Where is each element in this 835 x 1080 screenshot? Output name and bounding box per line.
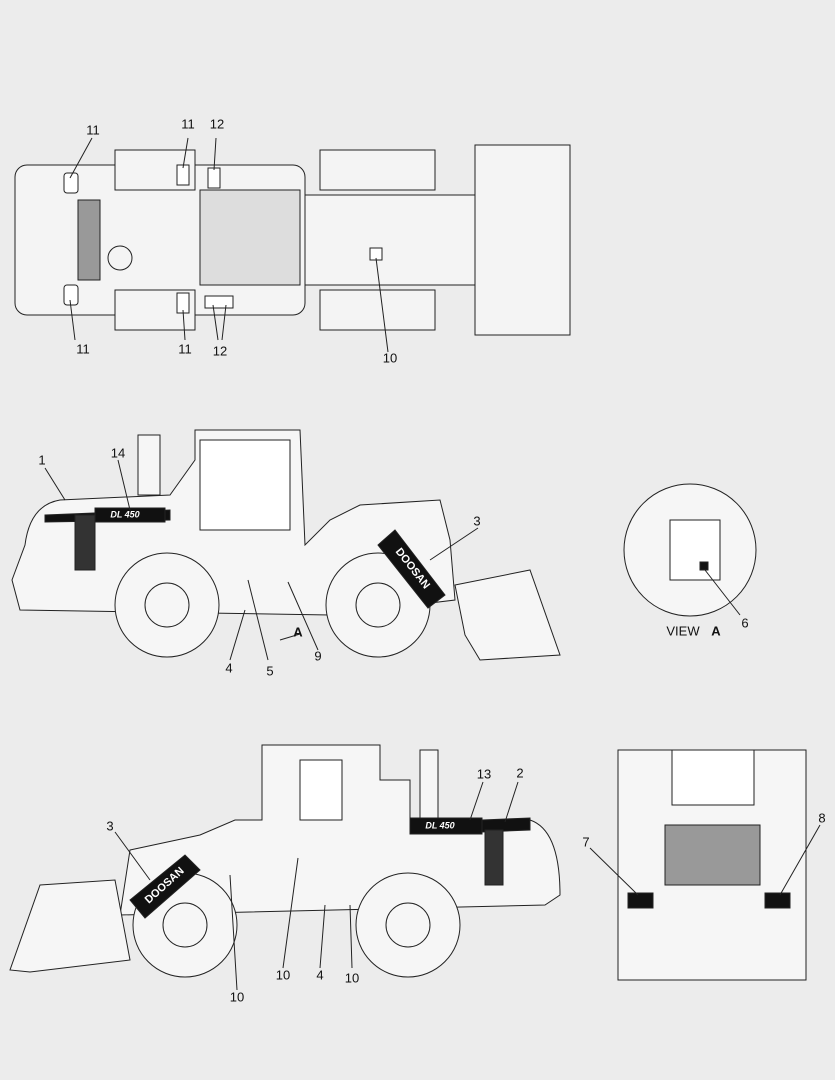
callout: 3 <box>106 818 114 834</box>
left-side-view <box>11 429 561 661</box>
callout: 4 <box>225 660 233 676</box>
rear-view <box>589 749 821 981</box>
top-view <box>14 137 571 353</box>
right-side-view <box>9 744 561 991</box>
callout: 8 <box>818 810 826 826</box>
callout: 12 <box>209 116 225 132</box>
model-decal-right: DL 450 <box>425 820 455 831</box>
callout: 2 <box>516 765 524 781</box>
callout: 11 <box>181 116 195 132</box>
callout: 10 <box>344 970 360 986</box>
callout: 9 <box>314 648 322 664</box>
callout: 10 <box>275 967 291 983</box>
callout: 6 <box>741 615 749 631</box>
callout: 13 <box>476 766 492 782</box>
callout: 12 <box>212 343 228 359</box>
callout: 10 <box>229 989 245 1005</box>
callout: 5 <box>266 663 274 679</box>
view-caption-prefix: VIEW <box>666 623 700 639</box>
callout: 14 <box>110 445 126 461</box>
callout: 7 <box>582 834 590 850</box>
view-caption-letter: A <box>711 623 721 639</box>
model-decal-left: DL 450 <box>110 509 140 520</box>
callout: 10 <box>382 350 398 366</box>
callout: 11 <box>86 122 100 138</box>
callout: 3 <box>473 513 481 529</box>
callout: 11 <box>76 341 90 357</box>
view-a-arrow: A <box>293 624 303 640</box>
callout: 4 <box>316 967 324 983</box>
view-a-detail <box>623 483 757 617</box>
callout: 1 <box>38 452 46 468</box>
callout: 11 <box>178 341 192 357</box>
